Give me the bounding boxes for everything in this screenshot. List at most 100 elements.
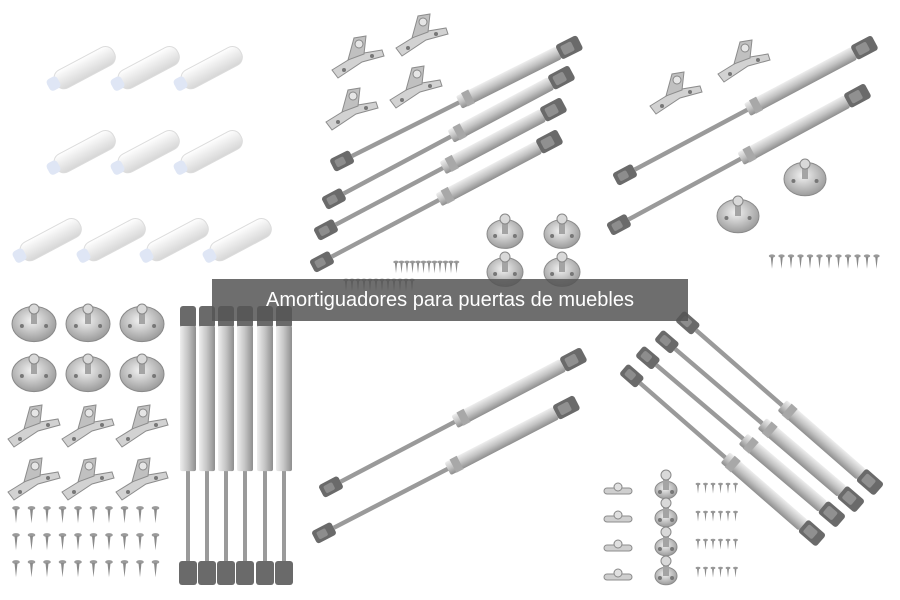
small-bracket — [603, 510, 633, 523]
screw — [448, 260, 454, 274]
screw — [105, 560, 113, 578]
screw — [844, 254, 852, 269]
angle-bracket — [115, 457, 169, 501]
screw — [718, 538, 723, 550]
screw — [426, 260, 432, 274]
screw — [806, 254, 814, 269]
caption-banner: Amortiguadores para puertas de muebles — [212, 279, 688, 321]
screw — [12, 560, 20, 578]
screw — [733, 482, 738, 494]
push-latch — [46, 45, 116, 91]
screw — [58, 506, 67, 524]
screw — [420, 260, 427, 274]
push-latch — [173, 129, 243, 175]
screw — [74, 506, 82, 524]
screw — [12, 533, 20, 551]
screw — [43, 560, 51, 578]
screw — [151, 533, 160, 551]
screw — [825, 254, 833, 269]
screw — [725, 538, 731, 550]
screw — [710, 566, 716, 578]
screw — [442, 260, 449, 274]
angle-bracket — [115, 404, 169, 448]
screw — [768, 254, 776, 269]
screw — [136, 533, 144, 551]
gas-strut — [330, 35, 583, 172]
screw — [120, 560, 129, 578]
screw — [733, 510, 738, 522]
screw — [718, 510, 723, 522]
push-latch — [12, 217, 82, 263]
round-bracket — [65, 303, 111, 343]
screw — [393, 260, 399, 274]
screw — [89, 506, 98, 524]
angle-bracket — [7, 404, 61, 448]
screw — [453, 260, 460, 274]
screw — [27, 506, 36, 524]
gas-strut-vertical — [256, 306, 274, 585]
angle-bracket — [389, 65, 443, 109]
screw — [151, 560, 160, 578]
gas-strut-vertical — [198, 306, 216, 585]
screw — [43, 506, 51, 524]
screw — [703, 538, 708, 550]
screw — [89, 533, 98, 551]
screw — [695, 566, 701, 578]
screw — [710, 482, 716, 494]
push-latch — [173, 45, 243, 91]
screw — [703, 566, 708, 578]
screw — [89, 560, 98, 578]
screw — [151, 506, 160, 524]
angle-bracket — [395, 13, 449, 57]
screw — [404, 260, 410, 274]
round-bracket — [119, 353, 165, 393]
gas-strut — [676, 311, 884, 495]
screw — [27, 533, 36, 551]
gas-strut — [636, 346, 845, 527]
angle-bracket — [7, 457, 61, 501]
screw — [695, 510, 701, 522]
round-bracket — [119, 303, 165, 343]
screw — [120, 506, 129, 524]
gas-strut — [606, 84, 871, 236]
angle-bracket — [331, 35, 385, 79]
screw — [797, 254, 804, 269]
screw — [398, 260, 405, 274]
screw — [710, 510, 716, 522]
screw — [136, 560, 144, 578]
screw — [863, 254, 871, 269]
push-latch — [110, 129, 180, 175]
push-latch — [76, 217, 146, 263]
small-bracket — [603, 568, 633, 581]
screw — [873, 254, 880, 269]
round-bracket — [11, 303, 57, 343]
screw — [816, 254, 823, 269]
round-bracket — [654, 469, 678, 500]
round-bracket — [654, 497, 678, 528]
round-bracket — [11, 353, 57, 393]
gas-strut — [613, 35, 878, 186]
screw — [415, 260, 421, 274]
gas-strut — [314, 97, 567, 241]
screw — [718, 482, 723, 494]
gas-strut-vertical — [236, 306, 254, 585]
screw — [105, 506, 113, 524]
screw — [105, 533, 113, 551]
screw — [74, 533, 82, 551]
small-bracket — [603, 482, 633, 495]
gas-strut-vertical — [179, 306, 197, 585]
round-bracket — [654, 526, 678, 557]
push-latch — [202, 217, 272, 263]
push-latch — [139, 217, 209, 263]
screw — [695, 538, 701, 550]
screw — [409, 260, 416, 274]
gas-strut — [319, 347, 587, 498]
screw — [733, 538, 738, 550]
round-bracket — [65, 353, 111, 393]
round-bracket — [654, 555, 678, 586]
angle-bracket — [649, 71, 703, 115]
angle-bracket — [61, 404, 115, 448]
screw — [58, 560, 67, 578]
screw — [27, 560, 36, 578]
